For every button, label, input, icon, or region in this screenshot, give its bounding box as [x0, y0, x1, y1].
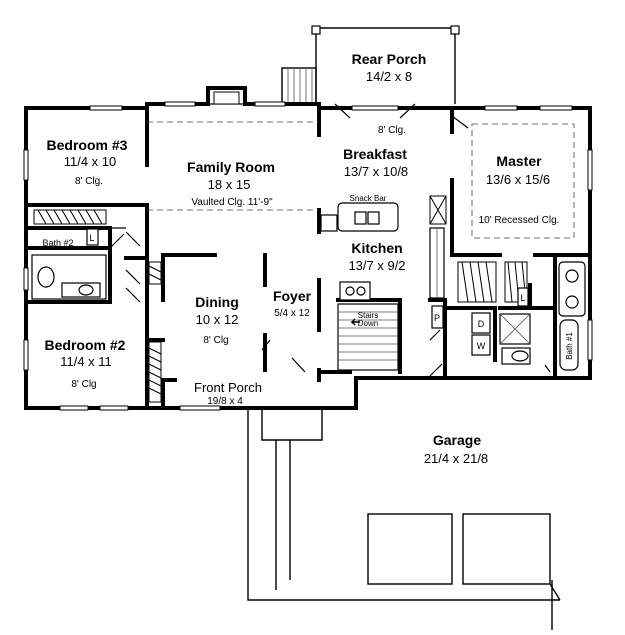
dryer-label: D: [478, 319, 485, 329]
linen-closet-bath2: L: [89, 233, 94, 243]
breakfast-ceiling: 8' Clg.: [378, 125, 406, 136]
rear-porch-name: Rear Porch: [352, 51, 427, 67]
foyer-name: Foyer: [273, 288, 312, 304]
family-dims: 18 x 15: [208, 177, 251, 192]
bedroom2-dims: 11/4 x 11: [60, 354, 112, 369]
pantry-label: P: [434, 313, 440, 323]
linen-closet-master: L: [520, 293, 525, 303]
stairs-label-1: Stairs: [358, 311, 378, 320]
bedroom3-ceiling: 8' Clg.: [75, 176, 103, 187]
kitchen-dims: 13/7 x 9/2: [348, 258, 405, 273]
bedroom3-name: Bedroom #3: [47, 137, 128, 153]
front-porch-name: Front Porch: [194, 380, 262, 395]
master-ceiling: 10' Recessed Clg.: [479, 215, 560, 226]
rear-porch-dims: 14/2 x 8: [366, 69, 412, 84]
bedroom2-name: Bedroom #2: [45, 337, 126, 353]
master-dims: 13/6 x 15/6: [486, 172, 550, 187]
fixtures: [31, 202, 586, 371]
doors: [86, 103, 551, 377]
bath1-name: Bath #1: [565, 332, 574, 360]
dining-dims: 10 x 12: [196, 312, 239, 327]
breakfast-dims: 13/7 x 10/8: [344, 164, 408, 179]
family-ceiling: Vaulted Clg. 11'-9": [191, 197, 273, 208]
stairs-label-2: Down: [358, 319, 378, 328]
stairs-arrow-icon: [350, 318, 360, 326]
dining-name: Dining: [195, 294, 239, 310]
washer-label: W: [477, 341, 486, 351]
interior-walls: [24, 102, 592, 410]
breakfast-name: Breakfast: [343, 146, 407, 162]
master-name: Master: [496, 153, 542, 169]
garage-dims: 21/4 x 21/8: [424, 451, 488, 466]
kitchen-name: Kitchen: [351, 240, 402, 256]
site-lines: [247, 408, 561, 630]
snack-bar-label: Snack Bar: [350, 194, 387, 203]
bath2-name: Bath #2: [42, 238, 73, 248]
dining-ceiling: 8' Clg: [203, 335, 228, 346]
bedroom2-ceiling: 8' Clg: [71, 379, 96, 390]
family-name: Family Room: [187, 159, 275, 175]
room-labels: Rear Porch 14/2 x 8 Bedroom #3 11/4 x 10…: [42, 51, 574, 466]
bedroom3-dims: 11/4 x 10: [64, 154, 117, 169]
ceiling-lines: [147, 121, 575, 239]
front-porch-dims: 19/8 x 4: [207, 396, 243, 407]
rear-porch-structure: [281, 25, 460, 105]
foyer-dims: 5/4 x 12: [274, 308, 310, 319]
garage-name: Garage: [433, 432, 481, 448]
windows: [23, 101, 593, 411]
closets: [33, 195, 528, 403]
